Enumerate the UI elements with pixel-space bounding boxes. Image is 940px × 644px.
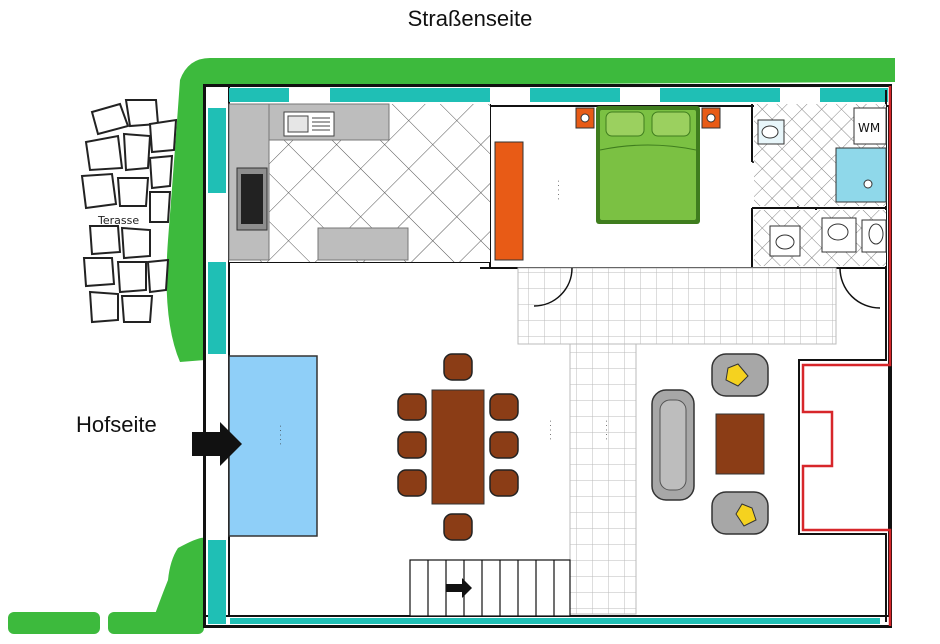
stove-icon [236, 167, 268, 231]
bottom-window [230, 618, 880, 624]
street-side-label: Straßenseite [407, 6, 533, 31]
stairs [409, 559, 571, 617]
sink-icon [757, 119, 785, 145]
hall-door [533, 267, 573, 307]
armchair-bottom [711, 491, 769, 535]
hedge-left [8, 612, 100, 634]
hedge-right [108, 612, 204, 634]
terrace-label: Terasse [97, 214, 139, 227]
right-side-wall [801, 86, 892, 626]
lawn-bottom [150, 537, 205, 628]
left-windows [208, 108, 226, 624]
sink-icon [283, 111, 335, 137]
sofa-bed-note: · · · · · [276, 425, 284, 445]
stair-arrow-icon [446, 578, 472, 598]
kitchen-island [317, 227, 409, 261]
terrace-stones [80, 99, 178, 324]
dining-chairs [397, 353, 519, 541]
hall-note: · · · · · [546, 420, 554, 440]
yard-side-label: Hofseite [76, 412, 157, 437]
hallway-grid [517, 267, 837, 345]
bed-icon [596, 106, 700, 224]
armchair-top [711, 353, 769, 397]
sofa-bed [228, 355, 318, 537]
bath-door [839, 267, 881, 309]
washer-label: WM [858, 121, 880, 135]
stair-grid [569, 343, 637, 615]
toilet-icon [769, 225, 801, 257]
bedroom-note: · · · · · [554, 180, 562, 200]
shower-icon [835, 147, 887, 203]
stair-note: · · · · · [602, 420, 610, 440]
washer-box [853, 107, 887, 145]
toilet-icon [821, 217, 887, 253]
coffee-table [715, 413, 765, 475]
top-windows [229, 88, 888, 102]
dining-table [431, 389, 485, 505]
wardrobe [494, 141, 524, 261]
arrow-right-icon [192, 422, 242, 466]
